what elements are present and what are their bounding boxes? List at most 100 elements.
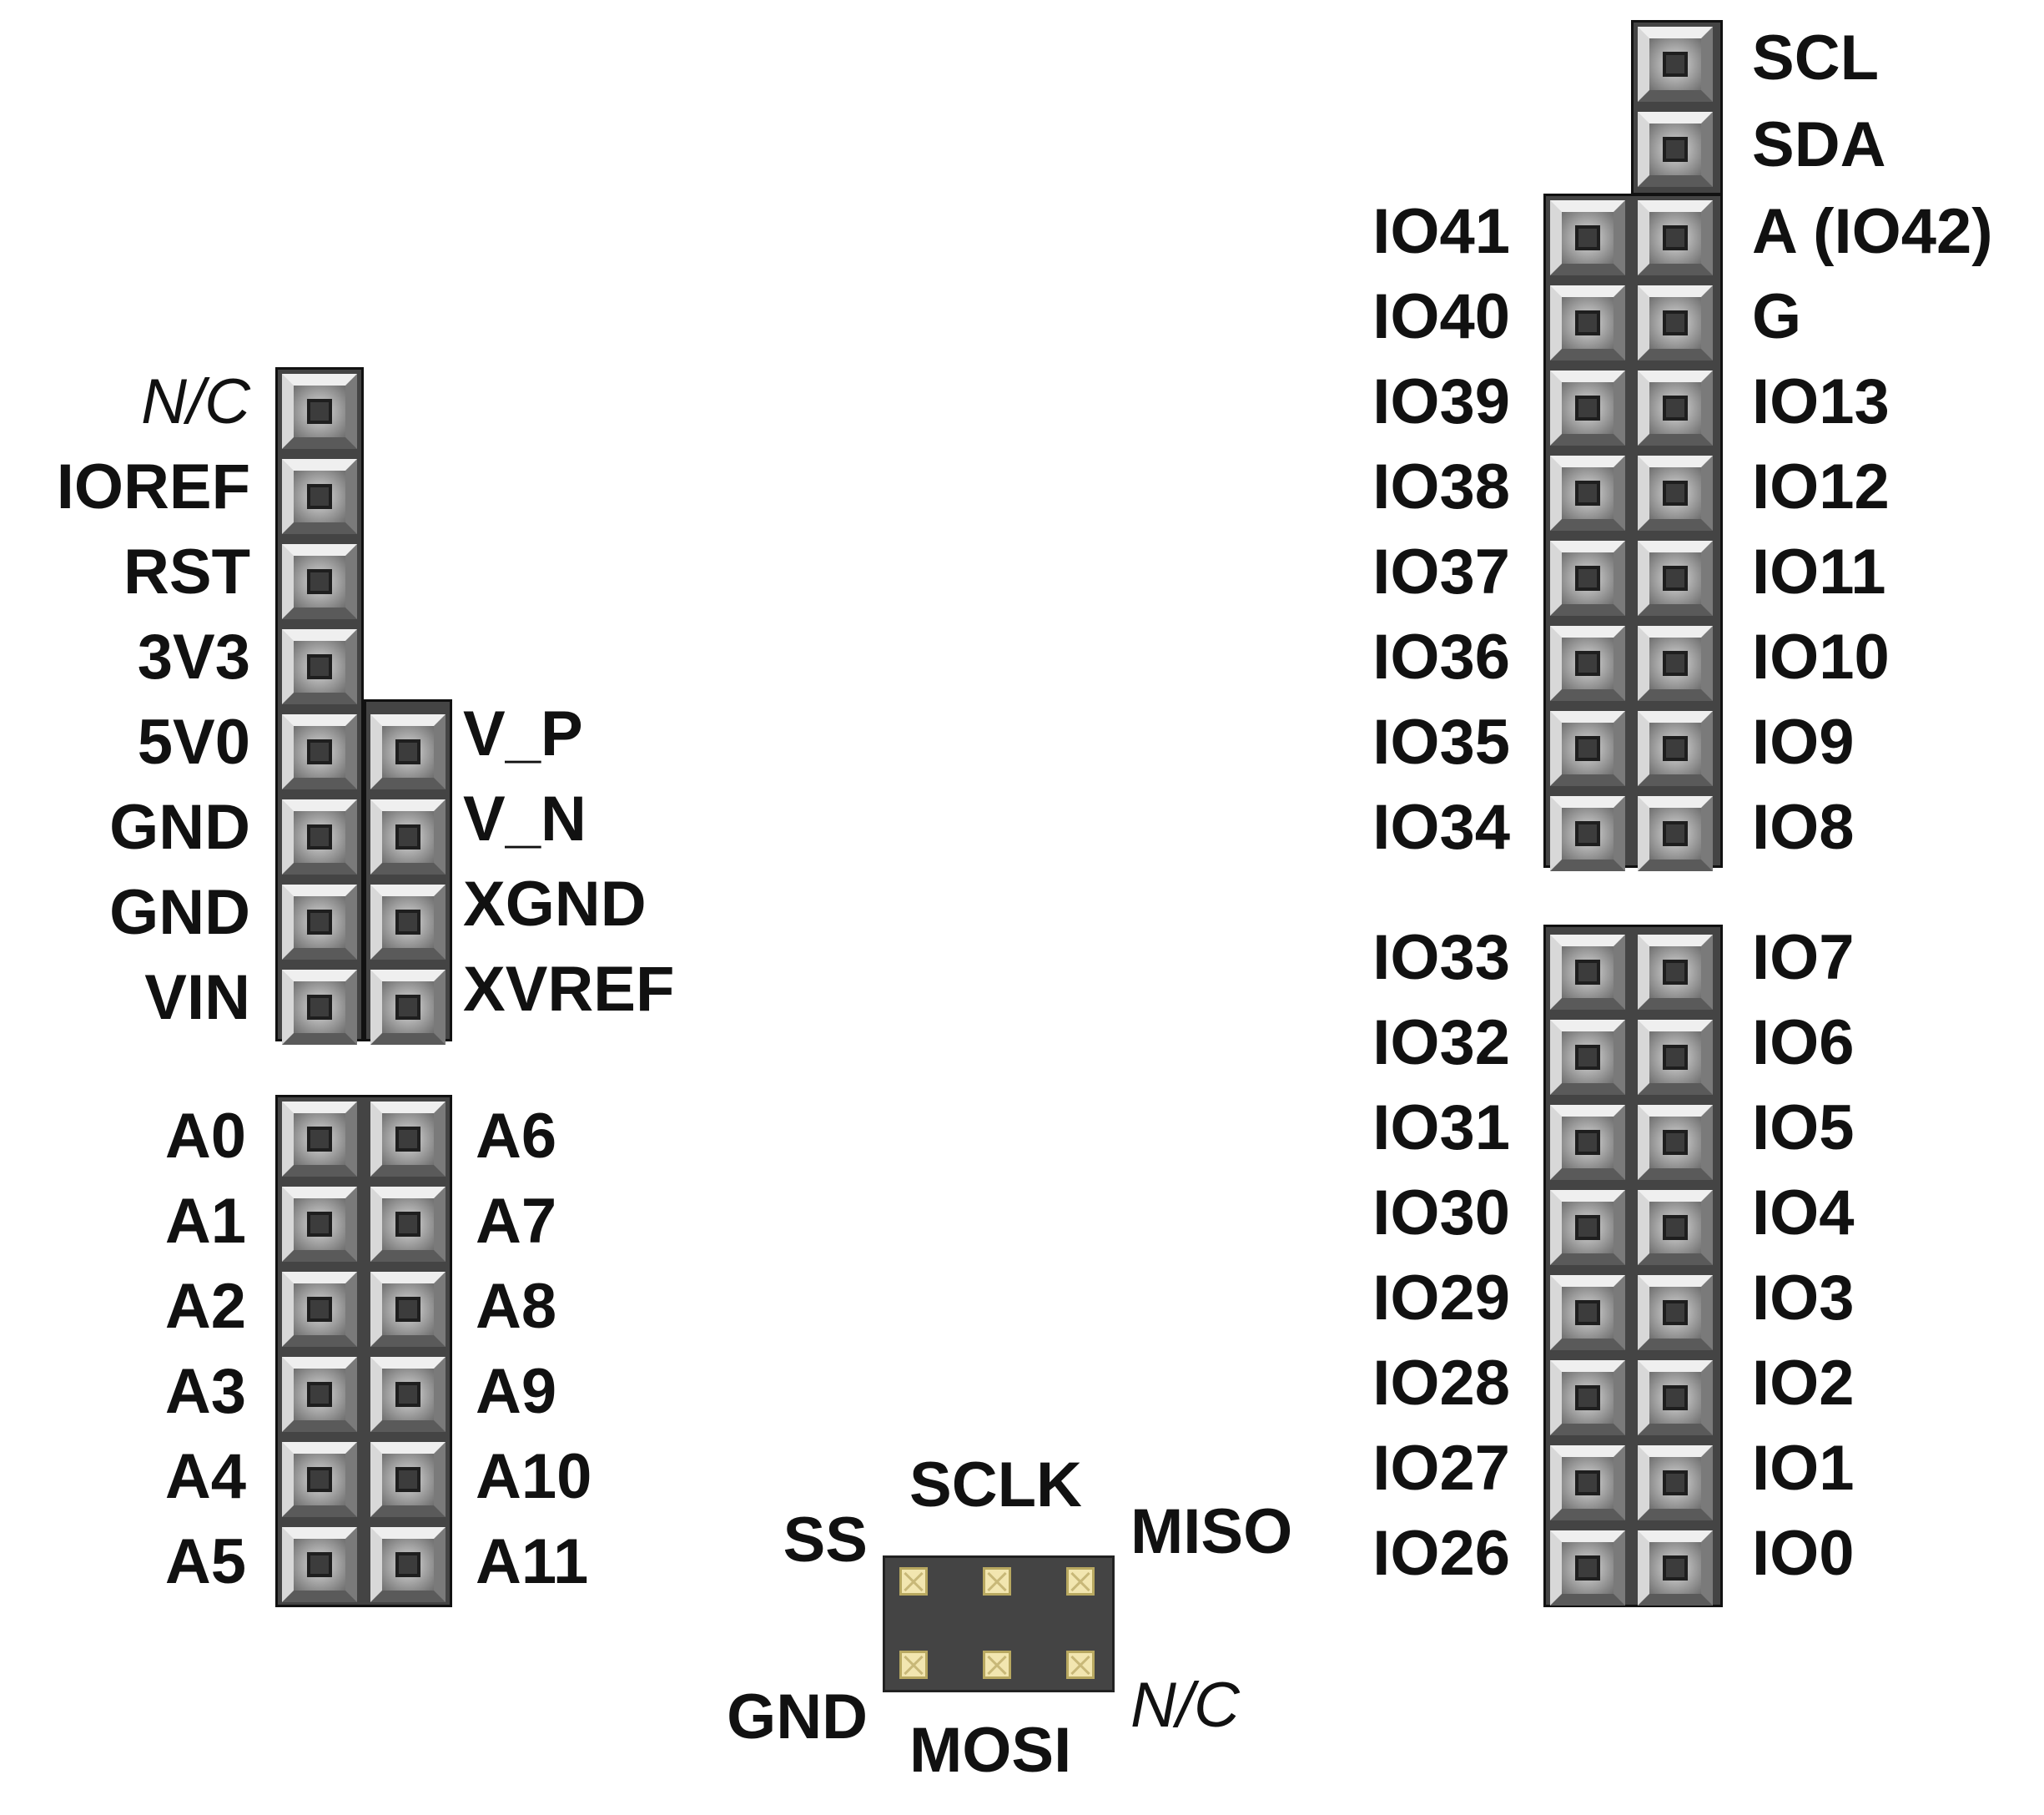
lower-right-label-2: IO5 xyxy=(1752,1092,1855,1163)
lower-left-label-3: IO30 xyxy=(1372,1177,1510,1248)
lower-left-label-1: IO32 xyxy=(1372,1007,1510,1078)
analog-pin-left-0 xyxy=(282,1102,357,1177)
power-pin-right-3 xyxy=(370,970,446,1045)
power-right-label-3: XVREF xyxy=(463,954,675,1025)
lower-right-label-6: IO1 xyxy=(1752,1433,1855,1504)
lower-right-label-7: IO0 xyxy=(1752,1518,1855,1589)
lower-pin-right-6 xyxy=(1638,1445,1713,1520)
power-label-3: 3V3 xyxy=(137,622,250,693)
analog-pin-right-1 xyxy=(370,1187,446,1262)
lower-pin-right-1 xyxy=(1638,1020,1713,1095)
power-pin-right-1 xyxy=(370,799,446,875)
lower-right-label-4: IO3 xyxy=(1752,1263,1855,1334)
lower-pin-left-4 xyxy=(1550,1275,1625,1350)
upper-pin-left-6 xyxy=(1550,711,1625,786)
upper-right-label-0: A (IO42) xyxy=(1752,196,1993,267)
power-label-7: VIN xyxy=(144,962,250,1033)
spi-bottom-label-1: MOSI xyxy=(909,1715,1072,1786)
upper-pin-left-4 xyxy=(1550,541,1625,616)
lower-left-label-2: IO31 xyxy=(1372,1092,1510,1163)
lower-pin-right-0 xyxy=(1638,935,1713,1010)
i2c-label-0: SCL xyxy=(1752,23,1879,93)
spi-pin-top-1 xyxy=(983,1567,1011,1596)
i2c-pin-sda xyxy=(1638,112,1713,187)
i2c-pin-scl xyxy=(1638,27,1713,102)
upper-left-label-4: IO37 xyxy=(1372,537,1510,608)
upper-pin-right-0 xyxy=(1638,200,1713,275)
power-pin-4 xyxy=(282,714,357,789)
power-pin-5 xyxy=(282,799,357,875)
lower-pin-left-1 xyxy=(1550,1020,1625,1095)
analog-pin-left-1 xyxy=(282,1187,357,1262)
power-label-6: GND xyxy=(109,877,250,948)
upper-left-label-0: IO41 xyxy=(1372,196,1510,267)
spi-bottom-label-0: GND xyxy=(727,1681,868,1752)
analog-header xyxy=(275,1095,452,1607)
power-pin-right-2 xyxy=(370,885,446,960)
analog-pin-right-4 xyxy=(370,1442,446,1517)
lower-pin-left-2 xyxy=(1550,1105,1625,1180)
upper-right-label-1: G xyxy=(1752,281,1802,352)
power-pin-1 xyxy=(282,459,357,534)
lower-pin-right-3 xyxy=(1638,1190,1713,1265)
lower-right-label-5: IO2 xyxy=(1752,1348,1855,1419)
upper-pin-right-2 xyxy=(1638,371,1713,446)
analog-left-label-2: A2 xyxy=(164,1271,246,1342)
analog-pin-right-0 xyxy=(370,1102,446,1177)
analog-left-label-1: A1 xyxy=(164,1186,246,1257)
spi-bottom-label-2: N/C xyxy=(1130,1670,1240,1741)
power-pin-7 xyxy=(282,970,357,1045)
upper-pin-left-3 xyxy=(1550,456,1625,531)
upper-pin-left-2 xyxy=(1550,371,1625,446)
upper-right-label-4: IO11 xyxy=(1752,537,1886,608)
spi-top-label-2: MISO xyxy=(1130,1496,1293,1567)
upper-right-label-3: IO12 xyxy=(1752,451,1890,522)
spi-pin-top-0 xyxy=(899,1567,928,1596)
spi-top-label-0: SS xyxy=(783,1505,868,1576)
lower-right-label-3: IO4 xyxy=(1752,1177,1855,1248)
analog-pin-right-2 xyxy=(370,1272,446,1347)
upper-left-label-3: IO38 xyxy=(1372,451,1510,522)
analog-right-label-2: A8 xyxy=(476,1271,557,1342)
power-label-0: N/C xyxy=(141,366,250,437)
power-right-label-1: V_N xyxy=(463,784,587,855)
spi-pin-bottom-2 xyxy=(1066,1651,1095,1679)
analog-pin-left-4 xyxy=(282,1442,357,1517)
lower-pin-left-5 xyxy=(1550,1360,1625,1435)
analog-left-label-5: A5 xyxy=(164,1526,246,1597)
lower-right-label-1: IO6 xyxy=(1752,1007,1855,1078)
analog-pin-right-3 xyxy=(370,1357,446,1432)
analog-right-label-1: A7 xyxy=(476,1186,557,1257)
upper-left-label-6: IO35 xyxy=(1372,707,1510,778)
analog-left-label-3: A3 xyxy=(164,1356,246,1427)
upper-pin-right-7 xyxy=(1638,796,1713,871)
upper-pin-right-4 xyxy=(1638,541,1713,616)
upper-pin-right-3 xyxy=(1638,456,1713,531)
lower-left-label-0: IO33 xyxy=(1372,922,1510,993)
analog-pin-left-3 xyxy=(282,1357,357,1432)
upper-pin-left-5 xyxy=(1550,626,1625,701)
analog-right-label-3: A9 xyxy=(476,1356,557,1427)
upper-left-label-1: IO40 xyxy=(1372,281,1510,352)
lower-left-label-6: IO27 xyxy=(1372,1433,1510,1504)
power-pin-6 xyxy=(282,885,357,960)
lower-pin-right-2 xyxy=(1638,1105,1713,1180)
spi-top-label-1: SCLK xyxy=(909,1449,1082,1520)
analog-left-label-0: A0 xyxy=(164,1101,246,1172)
lower-right-label-0: IO7 xyxy=(1752,922,1855,993)
power-pin-right-0 xyxy=(370,714,446,789)
analog-pin-left-5 xyxy=(282,1527,357,1602)
power-right-label-2: XGND xyxy=(463,869,647,940)
analog-right-label-4: A10 xyxy=(476,1441,592,1512)
upper-left-label-2: IO39 xyxy=(1372,366,1510,437)
upper-pin-left-1 xyxy=(1550,285,1625,360)
upper-pin-right-6 xyxy=(1638,711,1713,786)
upper-left-label-7: IO34 xyxy=(1372,792,1510,863)
lower-pin-left-3 xyxy=(1550,1190,1625,1265)
upper-right-label-5: IO10 xyxy=(1752,622,1890,693)
analog-pin-left-2 xyxy=(282,1272,357,1347)
lower-pin-right-4 xyxy=(1638,1275,1713,1350)
upper-right-label-2: IO13 xyxy=(1752,366,1890,437)
power-label-4: 5V0 xyxy=(137,707,250,778)
power-right-label-0: V_P xyxy=(463,698,583,769)
